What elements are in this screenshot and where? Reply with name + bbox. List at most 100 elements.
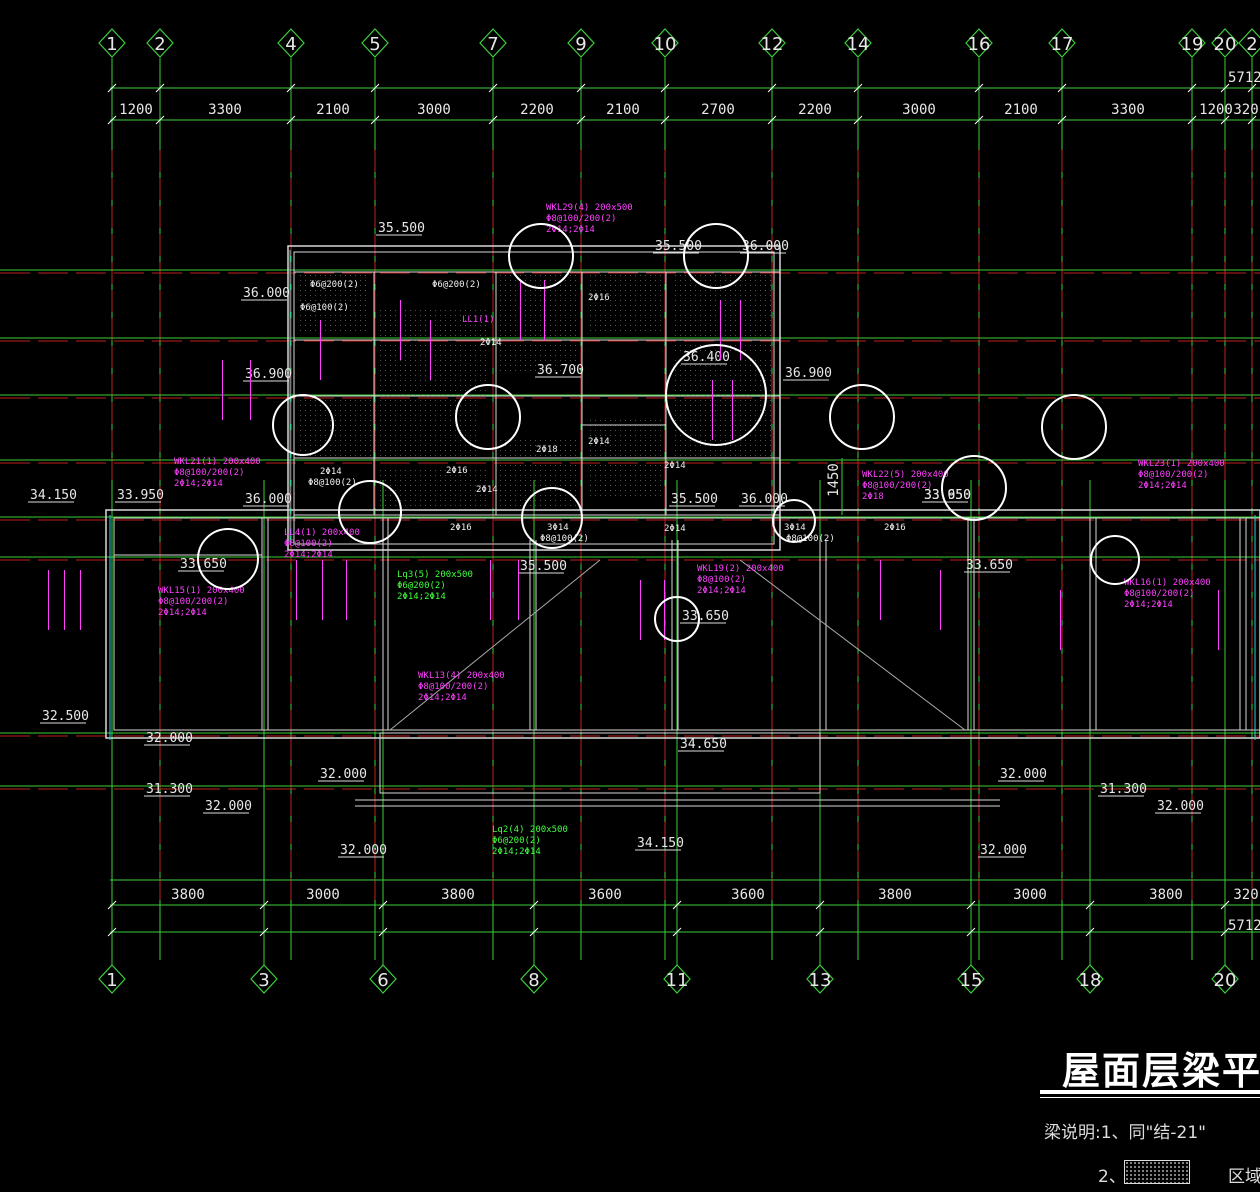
beam-label-name: WKL13(4) 200x400 bbox=[418, 671, 505, 681]
dim-label-top: 2700 bbox=[701, 102, 735, 118]
axis-bottom-3: 3 bbox=[258, 970, 269, 991]
rebar-label: 3Φ14 bbox=[547, 523, 569, 533]
slab-hatch-2 bbox=[300, 400, 480, 458]
vertical-beam-mark-2 bbox=[296, 560, 297, 620]
axis-bottom-1: 1 bbox=[106, 970, 117, 991]
dim-label-top: 2200 bbox=[520, 102, 554, 118]
dim-tick-bot-5 bbox=[815, 900, 825, 910]
dim-label-bottom: 3600 bbox=[731, 887, 765, 903]
vertical-beam-mark-13 bbox=[48, 570, 49, 630]
dim-tick-bot-1 bbox=[259, 900, 269, 910]
axis-bottom-20: 20 bbox=[1214, 970, 1237, 991]
side-dim-label: 1450 bbox=[826, 463, 842, 497]
axis-top-20: 20 bbox=[1214, 34, 1237, 55]
beam-label-stirrup: Φ8@100/200(2) bbox=[1124, 589, 1194, 599]
dim-tick-top-11 bbox=[1187, 115, 1197, 125]
axis-top-10-shape bbox=[651, 28, 679, 58]
dim-label-bottom: 3800 bbox=[441, 887, 475, 903]
drawing-title: 屋面层梁平法 bbox=[1062, 1049, 1260, 1093]
beam-label-name: WKL16(1) 200x400 bbox=[1124, 578, 1211, 588]
axis-top-16: 16 bbox=[968, 34, 991, 55]
dim-tick-top2-8 bbox=[853, 83, 863, 93]
dim-tick-bot2-1 bbox=[259, 927, 269, 937]
axis-top-9: 9 bbox=[575, 34, 586, 55]
axis-bottom-6-shape bbox=[369, 964, 397, 994]
dim-tick-top-10 bbox=[1057, 115, 1067, 125]
vertical-beam-mark-6 bbox=[518, 560, 519, 620]
axis-bottom-1-shape bbox=[98, 964, 126, 994]
rebar-label: 3Φ14 bbox=[784, 523, 806, 533]
rebar-label: 2Φ16 bbox=[884, 523, 906, 533]
elevation-label: 33.950 bbox=[924, 488, 971, 503]
elevation-label: 36.000 bbox=[742, 239, 789, 254]
elevation-label: 36.700 bbox=[537, 363, 584, 378]
elevation-label: 35.500 bbox=[378, 221, 425, 236]
dim-tick-top2-5 bbox=[576, 83, 586, 93]
axis-bottom-13-shape bbox=[806, 964, 834, 994]
rebar-label: 2Φ16 bbox=[450, 523, 472, 533]
upper-block-inner bbox=[293, 251, 775, 545]
revision-circle-5 bbox=[829, 384, 895, 450]
axis-bottom-8-shape bbox=[520, 964, 548, 994]
axis-top-1-shape bbox=[98, 28, 126, 58]
dim-tick-bot2-2 bbox=[378, 927, 388, 937]
dim-tick-top-9 bbox=[974, 115, 984, 125]
revision-circle-8 bbox=[338, 480, 402, 544]
axis-top-17-shape bbox=[1048, 28, 1076, 58]
elevation-label: 34.150 bbox=[30, 488, 77, 503]
dim-tick-top-3 bbox=[370, 115, 380, 125]
beam-label-name: LL1(1) bbox=[462, 315, 495, 325]
slab-hatch-6 bbox=[590, 420, 664, 500]
axis-top-14: 14 bbox=[847, 34, 870, 55]
vertical-beam-mark-14 bbox=[64, 570, 65, 630]
dim-tick-top-0 bbox=[107, 115, 117, 125]
beam-annotations: WKL29(4) 200x500Φ8@100/200(2)2Φ14;2Φ14WK… bbox=[48, 203, 1225, 857]
dim-tick-top2-3 bbox=[370, 83, 380, 93]
dim-tick-bot-0 bbox=[107, 900, 117, 910]
elevation-label: 35.500 bbox=[520, 559, 567, 574]
beam-label-bars: 2Φ18 bbox=[862, 492, 884, 502]
elevation-label: 32.000 bbox=[980, 843, 1027, 858]
axis-top-1: 1 bbox=[106, 34, 117, 55]
elevation-label: 35.500 bbox=[671, 492, 718, 507]
dim-label-top: 3300 bbox=[208, 102, 242, 118]
axis-bottom-18: 18 bbox=[1079, 970, 1102, 991]
dim-tick-top2-0 bbox=[107, 83, 117, 93]
beam-green-bars: 2Φ14;2Φ14 bbox=[492, 847, 541, 857]
axis-top-12: 12 bbox=[761, 34, 784, 55]
dim-tick-bot2-8 bbox=[1220, 927, 1230, 937]
beam-green-name: Lq2(4) 200x500 bbox=[492, 825, 568, 835]
beam-label-bars: 2Φ14;2Φ14 bbox=[1138, 481, 1187, 491]
elevation-label: 36.400 bbox=[683, 350, 730, 365]
dim-tick-top2-9 bbox=[974, 83, 984, 93]
elevation-label: 32.000 bbox=[1157, 799, 1204, 814]
axis-top-14-shape bbox=[844, 28, 872, 58]
vertical-beam-mark-1 bbox=[250, 360, 251, 420]
axis-top-2-shape bbox=[146, 28, 174, 58]
elevation-label: 34.650 bbox=[680, 737, 727, 752]
elevation-label: 33.650 bbox=[924, 488, 971, 503]
beam-green-stirrup: Φ6@200(2) bbox=[492, 836, 541, 846]
elevation-label: 36.900 bbox=[785, 366, 832, 381]
vertical-beam-mark-15 bbox=[80, 570, 81, 630]
dim-tick-bot2-5 bbox=[815, 927, 825, 937]
beam-label-stirrup: Φ8@100(2) bbox=[697, 575, 746, 585]
beam-label-stirrup: Φ8@100/200(2) bbox=[1138, 470, 1208, 480]
dim-label-bottom: 3800 bbox=[1149, 887, 1183, 903]
axis-top-5: 5 bbox=[369, 34, 380, 55]
beam-label-name: WKL15(1) 200x400 bbox=[158, 586, 245, 596]
beam-label-name: WKL23(1) 200x400 bbox=[1138, 459, 1225, 469]
dim-label-bottom: 3800 bbox=[878, 887, 912, 903]
revision-circle-3 bbox=[455, 384, 521, 450]
revision-circle-13 bbox=[654, 596, 700, 642]
beam-label-stirrup: Φ8@100/200(2) bbox=[862, 481, 932, 491]
dim-label-bottom: 3600 bbox=[588, 887, 622, 903]
dim-tick-top-5 bbox=[576, 115, 586, 125]
beam-label-bars: 2Φ14;2Φ14 bbox=[174, 479, 223, 489]
rebar-label: 2Φ14 bbox=[664, 524, 686, 534]
elevation-label: 35.500 bbox=[655, 239, 702, 254]
beam-note-2-suffix: 区域 bbox=[1228, 1167, 1260, 1187]
elevation-label: 32.000 bbox=[340, 843, 387, 858]
vertical-beam-mark-20 bbox=[430, 320, 431, 380]
